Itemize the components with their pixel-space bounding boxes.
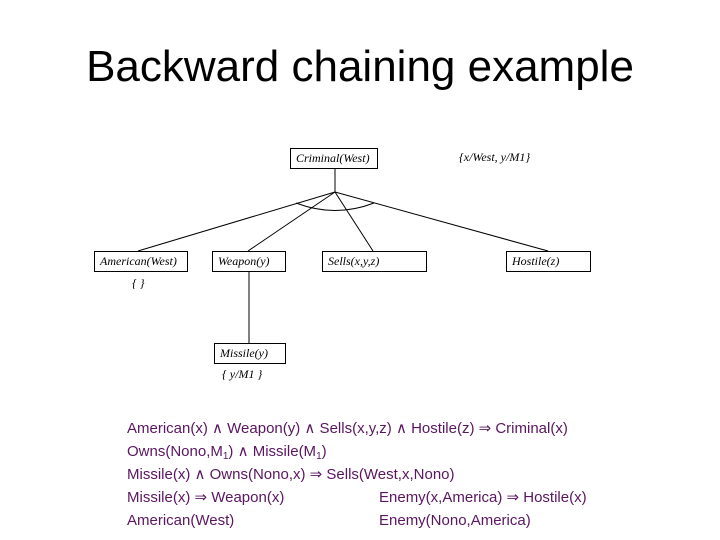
node-missile-y: Missile(y) (214, 343, 286, 364)
edge-hostile (334, 191, 549, 252)
node-weapon-y: Weapon(y) (212, 251, 286, 272)
rule-weapon: Missile(x) ⇒ Weapon(x) (127, 489, 285, 506)
slide-title: Backward chaining example (86, 42, 634, 91)
fact-enemy: Enemy(Nono,America) (379, 512, 531, 529)
root-substitution: {x/West, y/M1} (459, 150, 531, 164)
and-arc (295, 202, 375, 211)
fact-american: American(West) (127, 512, 235, 529)
node-criminal-west: Criminal(West) (290, 148, 378, 169)
node-american-west: American(West) (94, 251, 188, 272)
edge-american (137, 191, 336, 252)
edge-weapon (247, 191, 336, 252)
node-hostile-z: Hostile(z) (506, 251, 591, 272)
node-sells-xyz: Sells(x,y,z) (322, 251, 427, 272)
missile-substitution: { y/M1 } (222, 367, 263, 381)
rule-criminal: American(x) ∧ Weapon(y) ∧ Sells(x,y,z) ∧… (127, 420, 568, 437)
rule-sells: Missile(x) ∧ Owns(Nono,x) ⇒ Sells(West,x… (127, 466, 455, 483)
american-substitution: { } (132, 276, 145, 290)
rule-hostile: Enemy(x,America) ⇒ Hostile(x) (379, 489, 587, 506)
edge-sells (334, 191, 374, 252)
knowledge-base: American(x) ∧ Weapon(y) ∧ Sells(x,y,z) ∧… (127, 417, 587, 532)
rule-owns-missile: Owns(Nono,M1) ∧ Missile(M1) (127, 443, 327, 462)
